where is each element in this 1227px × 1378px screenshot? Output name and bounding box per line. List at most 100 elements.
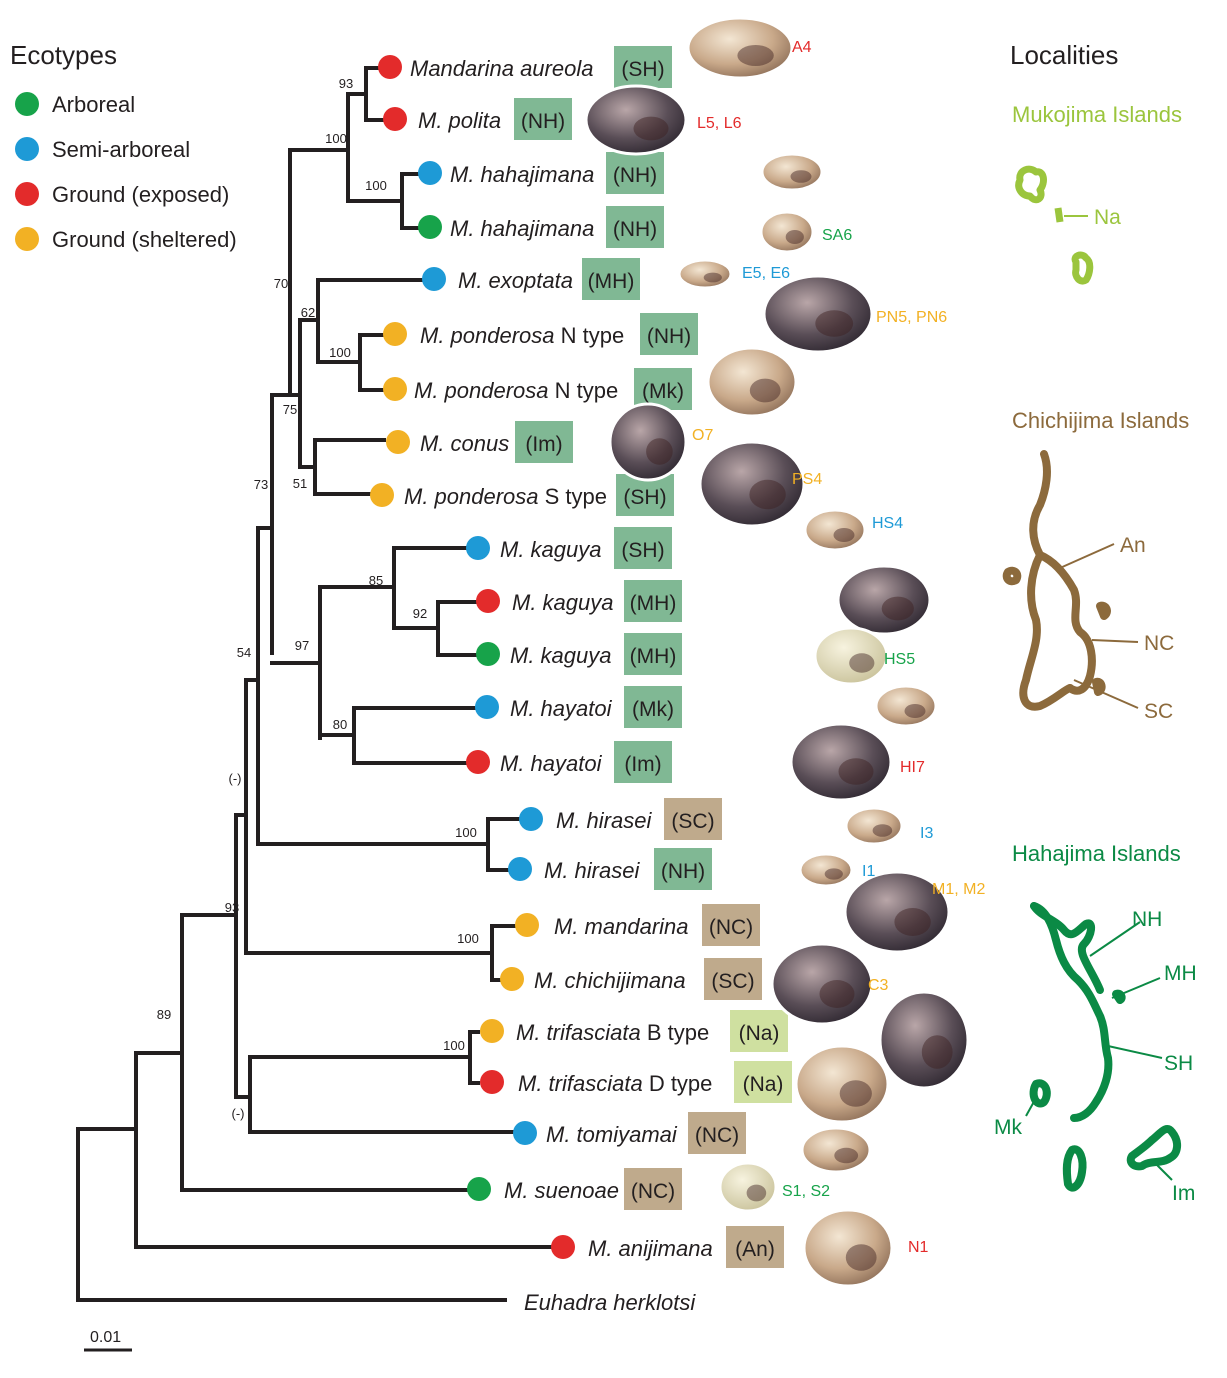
locality-code: (MH) bbox=[630, 645, 677, 668]
taxon-name: M. hirasei bbox=[544, 858, 640, 883]
taxon-row: M. hayatoi(Im) bbox=[466, 741, 672, 783]
shell-image bbox=[761, 212, 813, 252]
taxon-label: M. chichijimana bbox=[534, 968, 686, 993]
taxon-name: Mandarina aureola bbox=[410, 56, 593, 81]
shell-specimen-label: I1 bbox=[862, 863, 875, 880]
shell-image bbox=[880, 992, 968, 1088]
taxon-label: M. hahajimana bbox=[450, 162, 594, 187]
taxon-name: M. kaguya bbox=[500, 537, 602, 562]
taxon-name: M. exoptata bbox=[458, 268, 573, 293]
paren-open: ( bbox=[743, 1073, 750, 1096]
support-value: 70 bbox=[274, 276, 288, 291]
hahajima-sh-label: SH bbox=[1164, 1052, 1193, 1075]
taxon-label: M. conus bbox=[420, 431, 509, 456]
shell-aperture bbox=[894, 908, 930, 936]
taxon-name: M. anijimana bbox=[588, 1236, 713, 1261]
taxon-row: M. hahajimana (NH) bbox=[418, 206, 664, 248]
chichijima-sc-label: SC bbox=[1144, 700, 1173, 723]
paren-close: ) bbox=[768, 1238, 775, 1261]
paren-open: ( bbox=[588, 270, 595, 293]
shell-aperture bbox=[834, 528, 855, 542]
locality-code-text: NH bbox=[528, 110, 558, 133]
shell-aperture bbox=[840, 1080, 872, 1107]
taxon-label: M. trifasciata D type bbox=[518, 1071, 712, 1096]
support-value: 100 bbox=[365, 178, 387, 193]
taxon-name: M. chichijimana bbox=[534, 968, 686, 993]
legend-dot bbox=[15, 92, 39, 116]
taxon-row: M. conus(Im) bbox=[386, 421, 573, 463]
locality-code-text: MH bbox=[637, 592, 670, 615]
paren-open: ( bbox=[613, 164, 620, 187]
locality-code-text: Na bbox=[750, 1073, 777, 1096]
locality-code-text: NH bbox=[620, 164, 650, 187]
locality-code-text: Im bbox=[532, 433, 555, 456]
paren-close: ) bbox=[708, 810, 715, 833]
legend-dot bbox=[15, 182, 39, 206]
ecotype-dot bbox=[378, 55, 402, 79]
ecotype-dot bbox=[466, 536, 490, 560]
taxon-label: M. kaguya bbox=[500, 537, 602, 562]
paren-open: ( bbox=[624, 753, 631, 776]
taxon-name: M. kaguya bbox=[512, 590, 614, 615]
shell-aperture bbox=[905, 704, 926, 718]
locality-code: (NH) bbox=[613, 164, 657, 187]
paren-open: ( bbox=[735, 1238, 742, 1261]
shell-aperture bbox=[825, 868, 843, 879]
support-value: 85 bbox=[369, 573, 383, 588]
scale-bar: 0.01 bbox=[84, 1329, 132, 1350]
ecotype-dot bbox=[519, 807, 543, 831]
taxon-row: M. exoptata(MH) bbox=[422, 258, 640, 300]
shell-specimen-label: HI7 bbox=[900, 759, 925, 776]
shell-aperture bbox=[749, 480, 785, 509]
paren-open: ( bbox=[695, 1124, 702, 1147]
taxon-type: N type bbox=[555, 323, 625, 348]
locality-code: (Mk) bbox=[632, 698, 674, 721]
tree-branches bbox=[78, 68, 550, 1300]
legend-title: Ecotypes bbox=[10, 40, 117, 70]
locality-code: (An) bbox=[735, 1238, 775, 1261]
taxon-label: M. tomiyamai bbox=[546, 1122, 678, 1147]
paren-close: ) bbox=[558, 110, 565, 133]
taxon-row: M. suenoae(NC) bbox=[467, 1168, 682, 1210]
taxon-row: M. mandarina(NC) bbox=[515, 904, 760, 946]
shell-image bbox=[688, 18, 792, 78]
locality-code-text: SC bbox=[718, 970, 747, 993]
locality-code: (NH) bbox=[613, 218, 657, 241]
shell-specimen-label: SA6 bbox=[822, 227, 852, 244]
chichijima-an-label: An bbox=[1120, 534, 1146, 557]
locality-code-text: Mk bbox=[639, 698, 667, 721]
taxon-row: M. hirasei(NH) bbox=[508, 848, 712, 890]
taxon-name: M. hahajimana bbox=[450, 216, 594, 241]
paren-open: ( bbox=[709, 916, 716, 939]
taxa-list: Mandarina aureola(SH)M. polita(NH)M. hah… bbox=[370, 46, 792, 1315]
paren-close: ) bbox=[684, 325, 691, 348]
shell-specimen-label: N1 bbox=[908, 1239, 929, 1256]
taxon-type: D type bbox=[643, 1071, 713, 1096]
locality-code: (NC) bbox=[695, 1124, 739, 1147]
legend-dot bbox=[15, 137, 39, 161]
support-value: 93 bbox=[339, 76, 353, 91]
taxon-name: Euhadra herklotsi bbox=[524, 1290, 696, 1315]
shell-specimen-label: I3 bbox=[920, 825, 933, 842]
paren-open: ( bbox=[631, 1180, 638, 1203]
support-value: 93 bbox=[225, 900, 239, 915]
support-value: 100 bbox=[455, 825, 477, 840]
locality-code-text: MH bbox=[595, 270, 628, 293]
locality-code-text: SC bbox=[678, 810, 707, 833]
taxon-name: M. trifasciata bbox=[518, 1071, 643, 1096]
ecotype-dot bbox=[551, 1235, 575, 1259]
ecotype-dot bbox=[422, 267, 446, 291]
shell-image bbox=[804, 1210, 892, 1286]
taxon-type: N type bbox=[549, 378, 619, 403]
taxon-name: M. hayatoi bbox=[510, 696, 613, 721]
hahajima-map bbox=[1034, 906, 1178, 1188]
shell-aperture bbox=[815, 310, 853, 337]
paren-open: ( bbox=[647, 325, 654, 348]
locality-code: (Na) bbox=[739, 1022, 780, 1045]
support-value: (-) bbox=[229, 771, 242, 786]
paren-open: ( bbox=[661, 860, 668, 883]
paren-close: ) bbox=[650, 164, 657, 187]
taxon-name: M. ponderosa bbox=[420, 323, 555, 348]
taxon-type: S type bbox=[539, 484, 607, 509]
ecotype-dot bbox=[500, 967, 524, 991]
